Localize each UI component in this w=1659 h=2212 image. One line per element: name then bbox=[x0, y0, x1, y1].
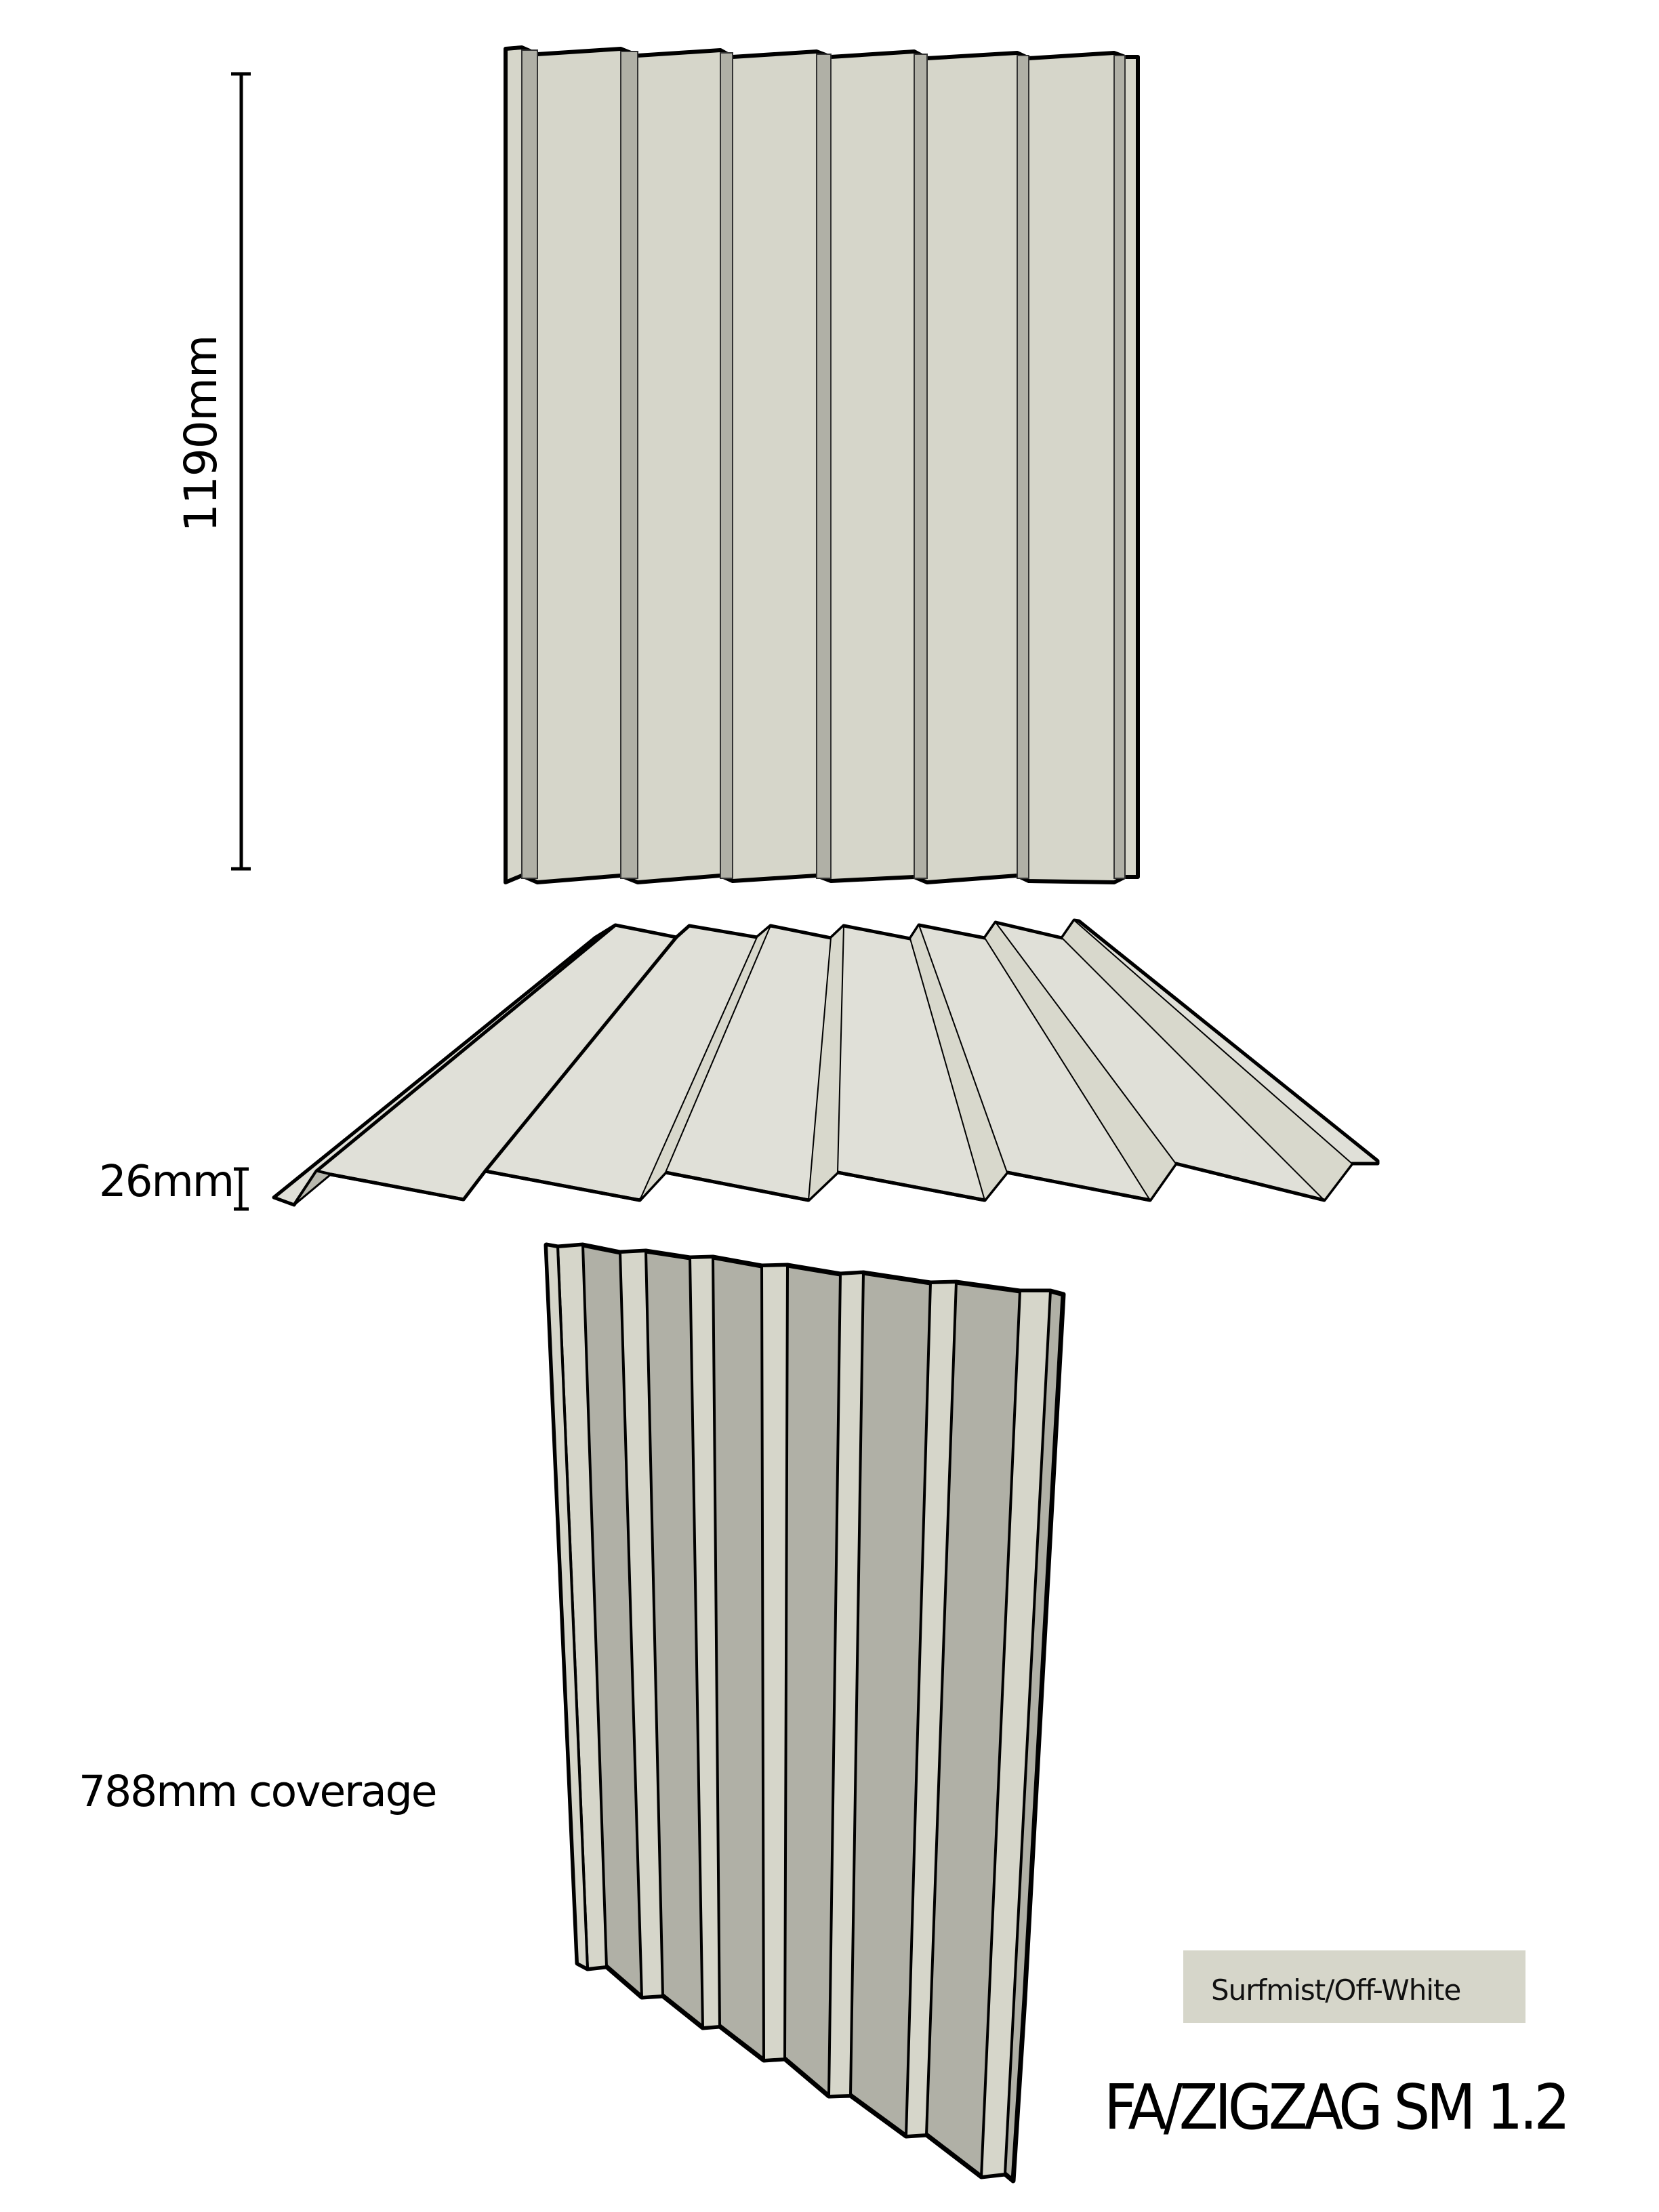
colour-swatch: Surfmist/Off-White bbox=[1183, 1950, 1525, 2023]
colour-swatch-label: Surfmist/Off-White bbox=[1211, 1973, 1461, 2007]
profile-section-view bbox=[272, 918, 1380, 1207]
depth-dimension-bracket bbox=[234, 1167, 249, 1211]
height-dimension-line bbox=[231, 72, 251, 871]
coverage-label: 788mm coverage bbox=[79, 1767, 437, 1816]
product-title: FA/ZIGZAG SM 1.2 bbox=[1104, 2071, 1570, 2144]
depth-dimension-label: 26mm bbox=[99, 1157, 234, 1207]
perspective-sheet-view bbox=[544, 1242, 1066, 2184]
height-dimension-label: 1190mm bbox=[175, 335, 227, 533]
front-elevation-sheet bbox=[504, 45, 1140, 884]
